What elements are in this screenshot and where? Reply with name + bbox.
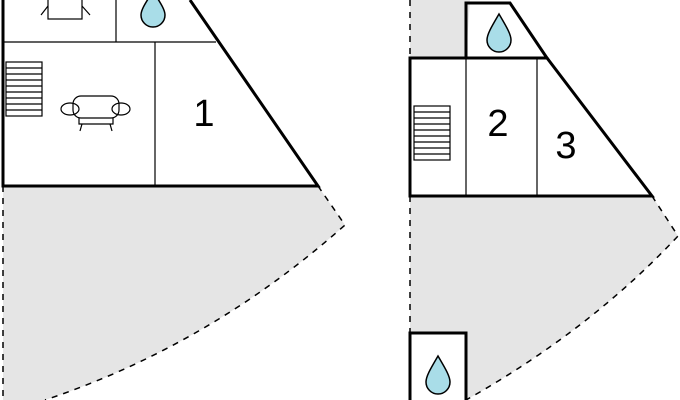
terrace-right-curve [465,195,679,400]
terrace-left [3,186,345,400]
right-building: 2 3 [408,1,656,198]
left-building-outline [1,0,321,188]
left-building: 1 [1,0,321,188]
terrace-right-bottom [410,196,678,400]
room-number-2: 2 [487,103,508,145]
terrace-left-curve [44,185,346,400]
room-number-1: 1 [193,93,214,135]
water-drop-icon [486,12,512,53]
water-drop-icon [140,0,166,28]
water-drop-icon [425,354,451,395]
room-number-3: 3 [555,125,576,167]
terrace-right-top [410,0,470,58]
stairs-icon [413,105,451,161]
table-icon [40,0,91,20]
bathroom-bottom [408,331,468,400]
stairs-icon [5,61,43,117]
terraces [3,0,678,400]
bathroom-bottom-outline [408,331,468,400]
right-building-outline [408,56,656,198]
sofa-icon [60,95,131,132]
